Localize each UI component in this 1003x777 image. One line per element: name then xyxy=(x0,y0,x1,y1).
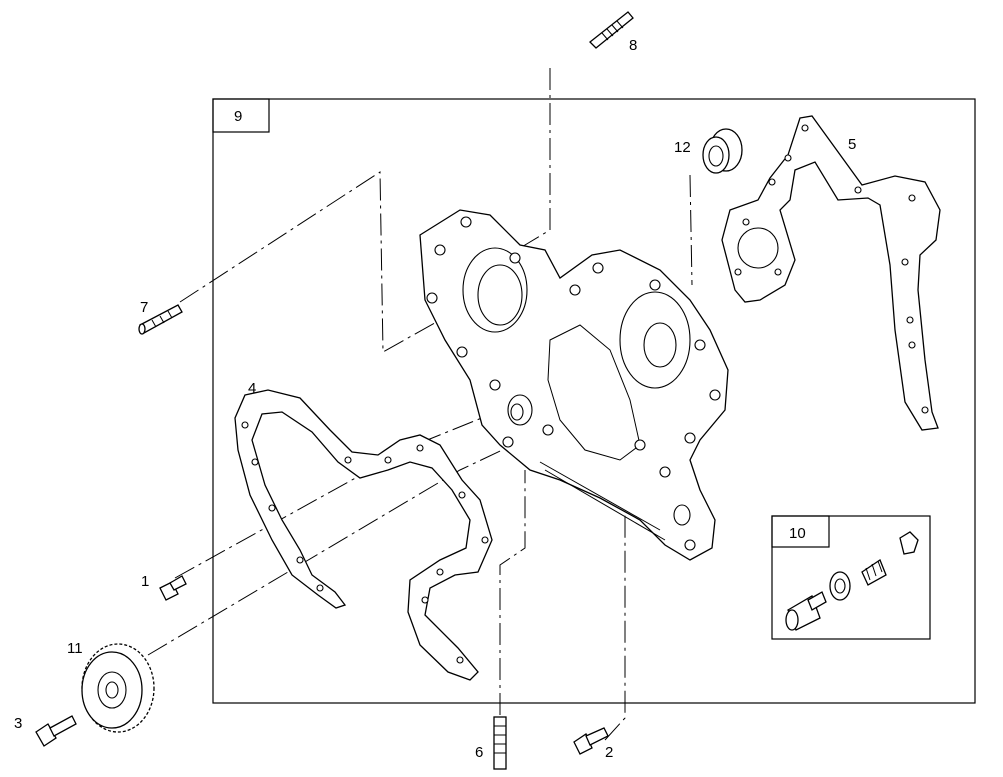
assembly-frame xyxy=(212,98,976,704)
callout-6[interactable]: 6 xyxy=(475,744,483,761)
callout-10[interactable]: 10 xyxy=(789,525,806,542)
callout-9[interactable]: 9 xyxy=(234,108,242,125)
callout-4[interactable]: 4 xyxy=(248,380,256,397)
stud-part-7[interactable] xyxy=(138,304,183,335)
bolt-part-3[interactable] xyxy=(35,715,77,747)
timing-cover-casting[interactable] xyxy=(419,209,729,561)
oil-seal-part-12[interactable] xyxy=(702,128,743,174)
callout-5[interactable]: 5 xyxy=(848,136,856,153)
stud-part-8[interactable] xyxy=(589,11,634,49)
callout-11[interactable]: 11 xyxy=(67,640,83,657)
plug-part-2[interactable] xyxy=(573,727,609,755)
gasket-part-4[interactable] xyxy=(234,389,493,681)
stud-part-6[interactable] xyxy=(493,716,507,770)
oil-pressure-valve-set-part-10[interactable] xyxy=(785,531,919,631)
callout-12[interactable]: 12 xyxy=(674,139,691,156)
callout-3[interactable]: 3 xyxy=(14,715,22,732)
callout-8[interactable]: 8 xyxy=(629,37,637,54)
callout-7[interactable]: 7 xyxy=(140,299,148,316)
gear-part-11[interactable] xyxy=(81,643,155,733)
subassembly-label-box xyxy=(771,515,830,548)
gasket-part-5[interactable] xyxy=(721,115,941,431)
assembly-label-box xyxy=(212,98,270,133)
bolt-part-1[interactable] xyxy=(159,575,187,601)
subassembly-frame xyxy=(771,515,931,640)
callout-2[interactable]: 2 xyxy=(605,744,613,761)
callout-1[interactable]: 1 xyxy=(141,573,149,590)
